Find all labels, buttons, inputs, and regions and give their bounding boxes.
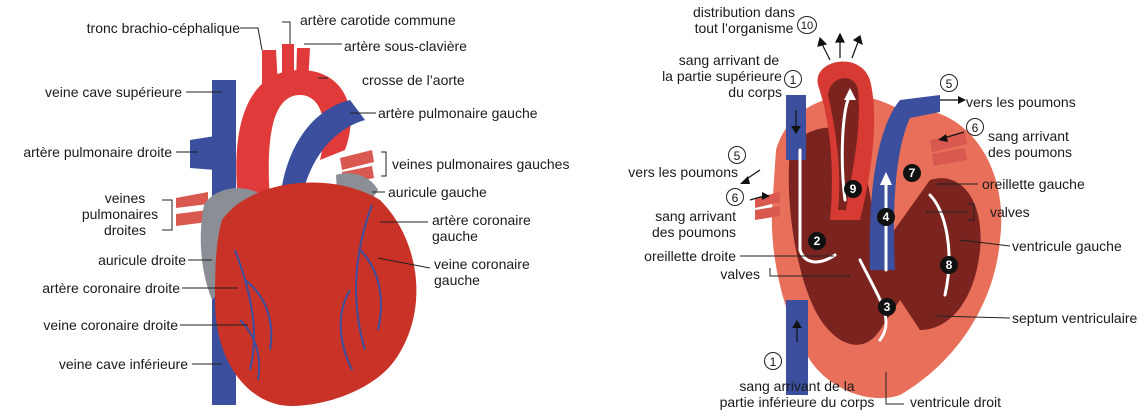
distribution-arrows [818,34,862,60]
label-sang-superieur-2: la partie supérieure [650,68,794,84]
label-oreillette-gauche: oreillette gauche [982,176,1085,192]
label-sang-poumons-gauche-2: des poumons [610,224,736,240]
label-ventricule-gauche: ventricule gauche [1012,238,1122,254]
step-marker-7: 7 [903,164,921,182]
label-sang-poumons-droite-2: des poumons [988,144,1072,160]
step-marker-3: 3 [878,298,896,316]
label-sang-inferieur-2: partie inférieure du corps [710,394,884,410]
label-sang-superieur-1: sang arrivant de [664,52,794,68]
step-marker-10: 10 [797,16,817,34]
label-vers-poumons-droite: vers les poumons [966,94,1076,110]
label-sang-inferieur-1: sang arrivant de la [722,378,872,394]
label-distribution-1: distribution dans [684,4,804,20]
label-vers-poumons-gauche: vers les poumons [600,164,738,180]
step-marker-1-bottom: 1 [764,352,782,370]
step-marker-1-top: 1 [784,70,802,88]
label-sang-poumons-gauche-1: sang arrivant [610,208,736,224]
step-marker-6-right: 6 [966,118,984,136]
label-distribution-2: tout l’organisme [684,20,804,36]
step-marker-8: 8 [940,256,958,274]
step-marker-2: 2 [808,232,826,250]
label-ventricule-droit: ventricule droit [910,394,1001,410]
label-valves-gauche: valves [660,266,760,282]
step-marker-6-left: 6 [726,188,744,206]
step-marker-5-left: 5 [728,146,746,164]
label-valves-droite: valves [990,204,1030,220]
step-marker-4: 4 [877,208,895,226]
step-marker-9: 9 [844,180,862,198]
label-septum-ventriculaire: septum ventriculaire [1012,310,1137,326]
label-sang-superieur-3: du corps [690,84,782,100]
label-oreillette-droite: oreillette droite [600,248,736,264]
step-marker-5-right: 5 [940,74,958,92]
label-sang-poumons-droite-1: sang arrivant [988,128,1069,144]
